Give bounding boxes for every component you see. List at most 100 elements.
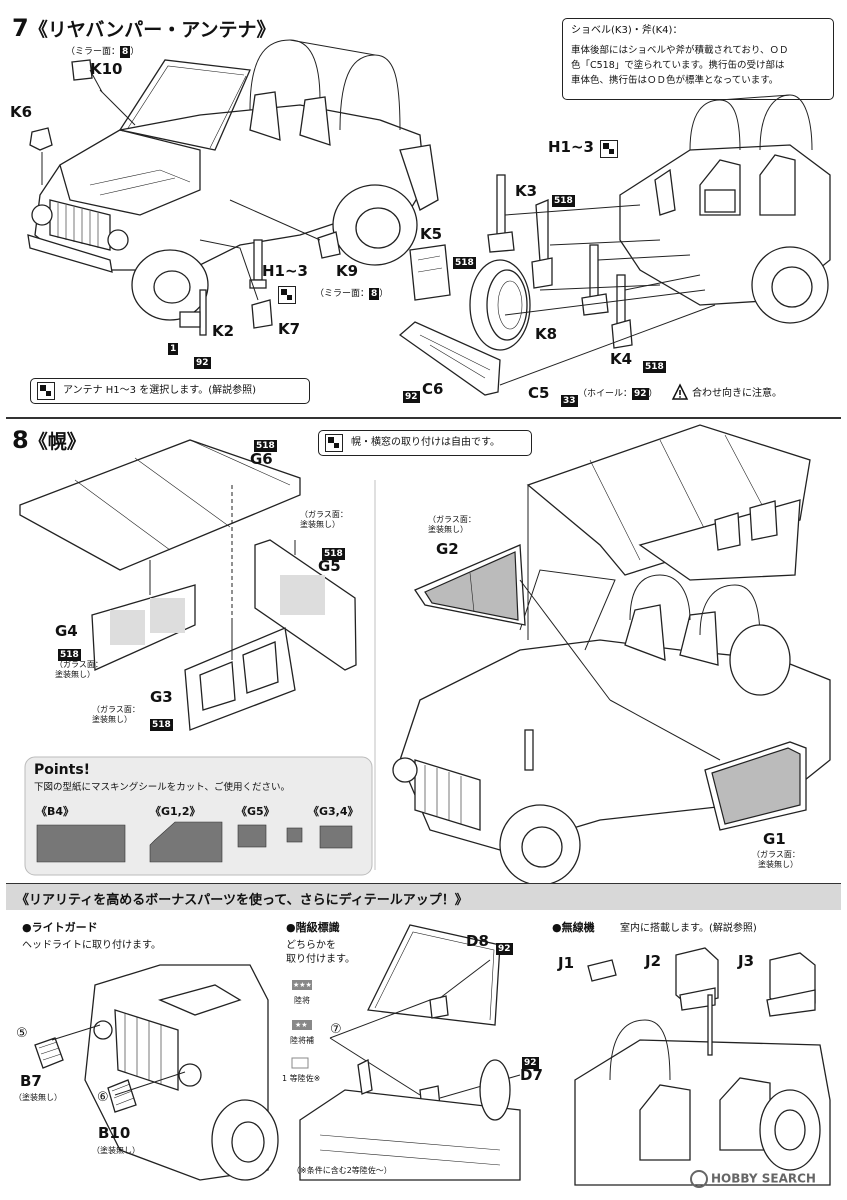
radio-text: 室内に搭載します。(解説参照): [620, 923, 757, 934]
part-j3: J3: [738, 952, 755, 970]
badge-k4: 518: [643, 361, 666, 373]
badge-g3: 518: [150, 719, 173, 731]
part-d8: D8: [466, 932, 489, 950]
mirror-label-2: （ミラー面：: [315, 289, 370, 299]
step7-number: 7: [12, 14, 29, 42]
part-b7: B7: [20, 1072, 42, 1090]
warning-icon: [671, 383, 689, 400]
light-guard-text: ヘッドライトに取り付けます。: [22, 940, 161, 951]
badge-k2-b: 92: [194, 357, 211, 369]
part-g6: G6: [250, 450, 273, 468]
mirror-badge: 8: [120, 46, 131, 58]
marker-7: ⑦: [330, 1022, 342, 1037]
option-icon-h13-left: [278, 284, 296, 304]
badge-c5: 33: [561, 395, 578, 407]
part-k5: K5: [420, 225, 443, 243]
part-g5: G5: [318, 557, 341, 575]
badge-k2-a: 1: [168, 343, 179, 355]
b7-no-paint: （塗装無し）: [14, 1093, 62, 1102]
points-title: Points!: [34, 762, 91, 778]
part-g1: G1: [763, 830, 786, 848]
shovel-note-box: ショベル(K3)・斧(K4)： 車体後部にはショベルや斧が積載されており、ＯＤ …: [562, 18, 834, 100]
part-g3: G3: [150, 688, 173, 706]
option-icon-hood: [325, 434, 343, 452]
badge-g5: 518: [322, 548, 345, 560]
radio-title: ●無線機: [552, 921, 595, 934]
glass-g4-line1: （ガラス面：: [55, 660, 103, 669]
part-h13-right: H1~3: [548, 138, 594, 156]
rank-label-1: 陸将: [294, 996, 310, 1005]
step7-title: 《リヤバンパー・アンテナ》: [28, 19, 276, 41]
part-c5: C5: [528, 384, 550, 402]
part-k2: K2: [212, 322, 235, 340]
rank-label-2: 陸将補: [290, 1036, 314, 1045]
caution-text: 合わせ向きに注意。: [692, 388, 782, 399]
antenna-note-box: アンテナ H1～3 を選択します。(解説参照): [30, 378, 310, 404]
shovel-note-line-2: 色「C518」で塗られています。携行缶の受け部は: [571, 60, 785, 71]
part-k3: K3: [515, 182, 538, 200]
step8-number: 8: [12, 426, 29, 454]
option-icon-h13-right: [600, 138, 618, 158]
part-j2: J2: [645, 952, 662, 970]
badge-g4: 518: [58, 649, 81, 661]
part-k4: K4: [610, 350, 633, 368]
mask-label-g5: 《G5》: [236, 805, 275, 818]
badge-d7: 92: [522, 1057, 539, 1069]
glass-g3-line2: 塗装無し）: [92, 715, 132, 724]
antenna-note-text: アンテナ H1～3 を選択します。(解説参照): [63, 385, 257, 396]
rank-text-2: 取り付けます。: [286, 954, 355, 965]
part-k10: K10: [90, 60, 123, 78]
glass-g2-line1: （ガラス面：: [428, 515, 476, 524]
wheel-label: （ホイール：: [578, 389, 633, 399]
glass-g4-line2: 塗装無し）: [55, 670, 95, 679]
badge-k5: 518: [453, 257, 476, 269]
bonus-banner-text: 《リアリティを高めるボーナスパーツを使って、さらにディテールアップ！》: [16, 893, 468, 908]
hood-note-box: 幌・横窓の取り付けは自由です。: [318, 430, 532, 456]
glass-g1-line2: 塗装無し）: [758, 860, 798, 869]
step8-title: 《幌》: [28, 431, 86, 453]
shovel-note-line-1: 車体後部にはショベルや斧が積載されており、ＯＤ: [571, 45, 789, 56]
hood-note-text: 幌・横窓の取り付けは自由です。: [351, 437, 500, 448]
mirror-badge-2: 8: [369, 288, 380, 300]
mirror-note-k9: （ミラー面：8）: [315, 288, 388, 300]
glass-g1-line1: （ガラス面：: [752, 850, 800, 859]
badge-k3: 518: [552, 195, 575, 207]
badge-g6: 518: [254, 440, 277, 452]
rank-label-3: 1 等陸佐※: [282, 1074, 321, 1083]
option-icon: [37, 382, 55, 400]
part-b10: B10: [98, 1124, 131, 1142]
part-c6: C6: [422, 380, 444, 398]
part-d7: D7: [520, 1066, 543, 1084]
badge-d8: 92: [496, 943, 513, 955]
rank-stars-1: ★★★: [293, 981, 312, 989]
b10-no-paint: （塗装無し）: [92, 1146, 140, 1155]
part-k6: K6: [10, 103, 33, 121]
shovel-note-line-3: 車体色、携行缶はＯＤ色が標準となっています。: [571, 75, 779, 86]
step8-drawing: [19, 424, 831, 886]
marker-5: ⑤: [16, 1026, 28, 1041]
part-k7: K7: [278, 320, 301, 338]
badge-c6: 92: [403, 391, 420, 403]
watermark-text: HOBBY SEARCH: [711, 1171, 816, 1186]
step-divider: [6, 417, 841, 419]
shovel-note-title: ショベル(K3)・斧(K4)：: [571, 25, 683, 36]
rank-text-1: どちらかを: [286, 940, 336, 951]
mask-label-g34: 《G3,4》: [308, 805, 359, 818]
mirror-close-2: ）: [379, 289, 389, 299]
glass-g5-line2: 塗装無し）: [300, 520, 340, 529]
part-g4: G4: [55, 622, 78, 640]
step7-vehicle-drawing: [27, 39, 831, 396]
step7-heading: 7《リヤバンパー・アンテナ》: [12, 14, 276, 42]
mask-label-g12: 《G1,2》: [150, 805, 201, 818]
part-j1: J1: [558, 954, 575, 972]
mirror-note-k10: （ミラー面：8）: [66, 46, 139, 58]
glass-g5-line1: （ガラス面：: [300, 510, 348, 519]
watermark-logo-icon: [690, 1170, 708, 1188]
mirror-close: ）: [130, 47, 140, 57]
rank-footnote: （※条件に含む2等陸佐～）: [292, 1166, 392, 1175]
part-g2: G2: [436, 540, 459, 558]
part-k8: K8: [535, 325, 558, 343]
rank-title: ●階級標識: [286, 921, 340, 934]
part-k9: K9: [336, 262, 359, 280]
